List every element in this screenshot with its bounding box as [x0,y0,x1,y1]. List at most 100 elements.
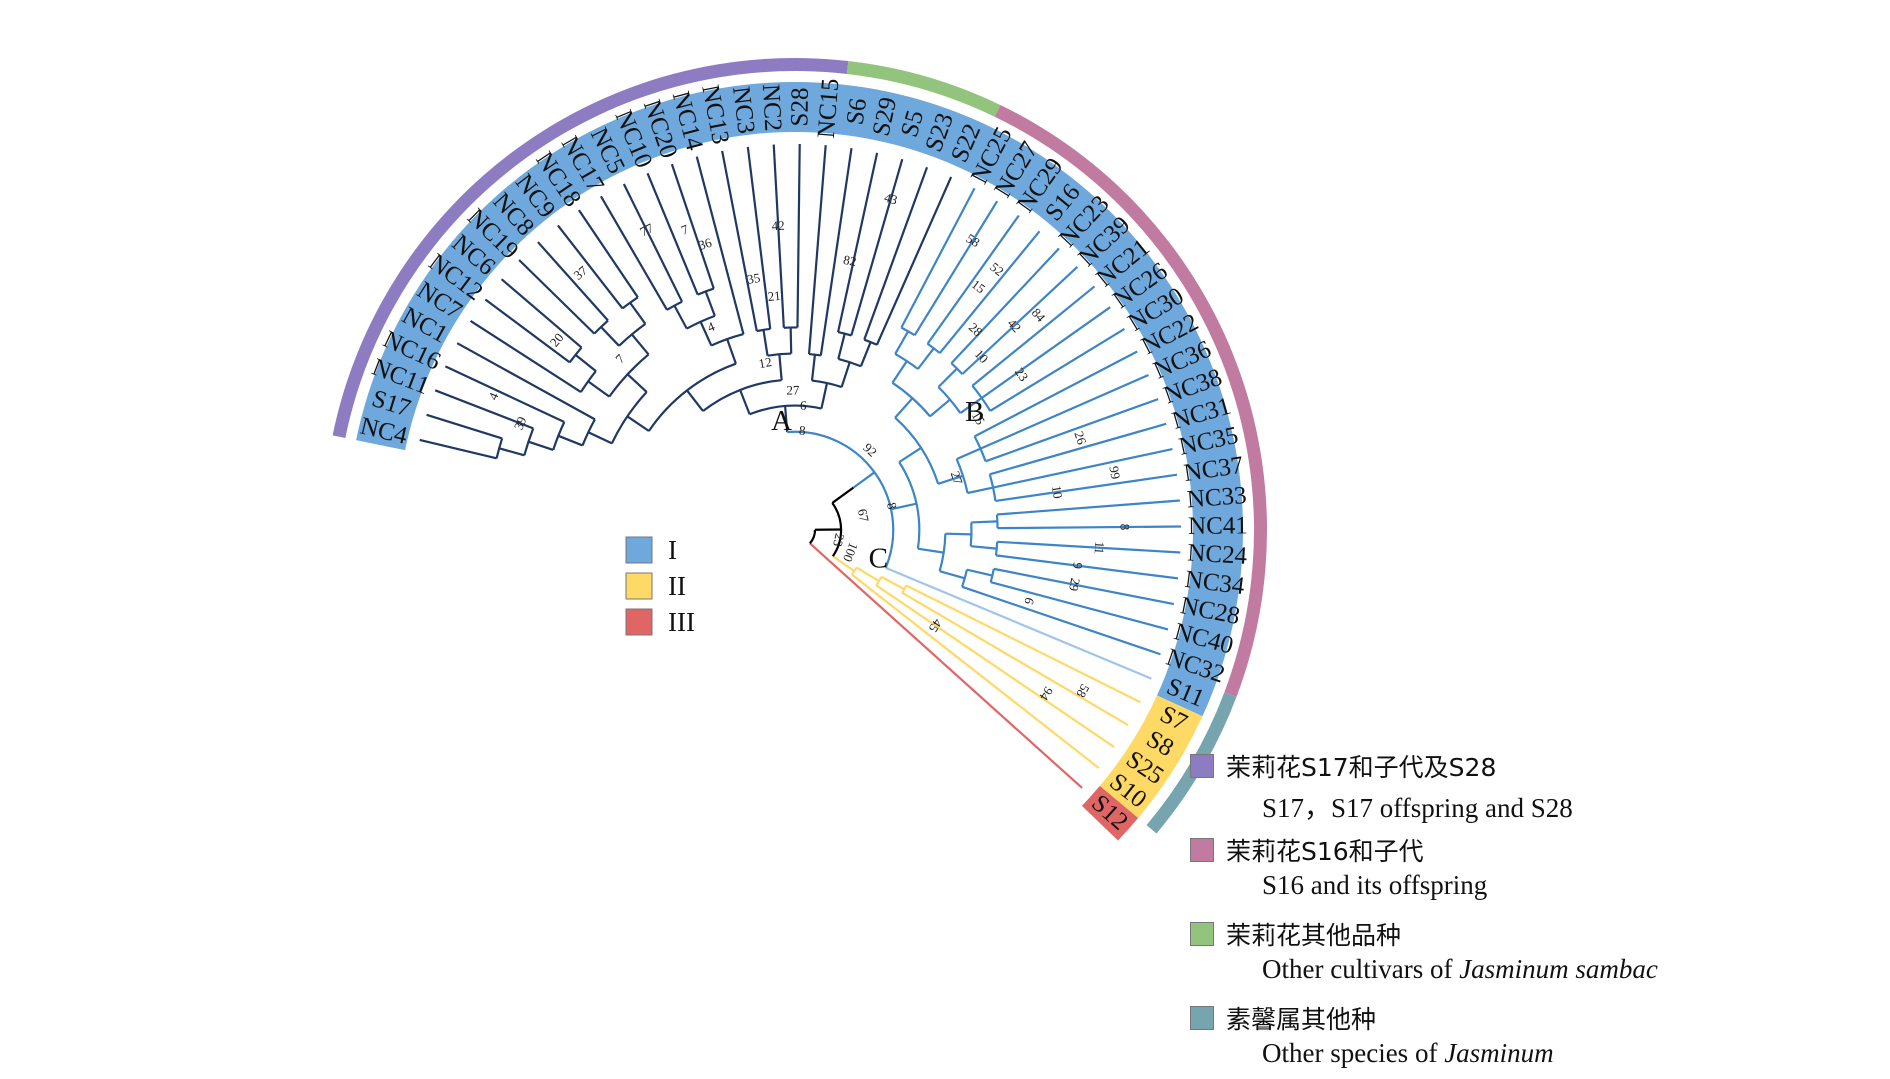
tree-branch [673,305,688,330]
tree-branch [837,333,846,360]
tree-branch [894,330,910,355]
tree-branch [875,584,1115,748]
tree-branch [997,525,1181,530]
tree-branch [992,448,1173,489]
tree-branch [890,502,917,511]
tree-branch [599,195,668,311]
bootstrap-value: 8 [884,501,900,511]
bootstrap-value: 26 [1071,429,1089,446]
tree-branch [726,338,737,365]
leaf-band-segment [1099,695,1203,819]
tree-branch [500,278,583,349]
tree-branch-arc [697,287,715,296]
group-key-swatch [625,608,653,636]
tree-branch-arc [961,569,969,588]
bootstrap-value: 29 [1066,577,1083,593]
bootstrap-value: 27 [948,469,966,486]
legend-label-cn: 素馨属其他种 [1226,1005,1377,1034]
legend-swatch [1190,754,1214,778]
bootstrap-value: 43 [883,190,900,208]
tree-branch [996,499,1180,516]
legend-label-en: S16 and its offspring [1262,870,1488,900]
tree-branch [772,144,785,328]
tree-branch [966,568,993,577]
bootstrap-value: 7 [679,221,691,237]
tree-branch [807,145,827,355]
tree-branch [626,373,648,393]
tree-branch [587,431,613,445]
tree-branch [894,397,914,419]
tree-branch [974,350,1138,438]
tree-branches [419,144,1181,789]
tree-branch [851,573,1100,769]
tree-branch [574,353,597,372]
tree-branch [622,183,684,303]
bootstrap-value: 42 [771,218,785,234]
tree-branch [985,398,1159,463]
tree-branch [900,187,976,329]
tree-branch-arc [568,346,583,364]
tree-branch [626,415,650,432]
tree-branch [859,341,872,367]
tree-branch [913,200,999,336]
tree-branch-arc [988,474,997,502]
bootstrap-value: 58 [1073,682,1092,701]
tree-branch [537,241,609,322]
tree-branch [939,570,966,580]
leaf-label: NC33 [1186,482,1248,513]
tree-branch [762,329,769,356]
bootstrap-value: 23 [830,532,848,548]
tree-branch-arc [898,461,921,549]
bootstrap-value: 37 [571,262,591,282]
tree-branch [699,321,713,346]
tree-branch [484,298,571,364]
tree-branch [917,347,935,370]
tree-branch [746,146,772,330]
tree-branch [971,285,1096,387]
legend-swatch [1190,1006,1214,1030]
tree-branch [828,559,1083,789]
tree-branch [937,474,964,485]
tree-branch [901,591,1129,727]
tree-branch [819,147,853,356]
clade-label: B [965,396,984,428]
tree-branch [600,326,620,347]
tree-branch-arc [686,314,716,330]
tree-branch [885,566,911,579]
leaf-label: NC15 [813,77,845,139]
bootstrap-value: 58 [964,231,983,251]
tree-branch [929,398,951,418]
tree-branch [905,584,1141,704]
tree-branch-arc [989,568,995,583]
tree-branch [989,327,1126,412]
tree-branch [970,545,997,550]
tree-branch [926,214,1020,345]
tree-branch [789,327,793,354]
group-key-swatch [625,572,653,600]
category-ring-segment [846,61,1001,117]
bootstrap-value: 23 [1012,365,1032,384]
tree-branch-arc [994,541,999,556]
bootstrap-value: 10 [1049,485,1066,500]
bootstrap-value: 9 [1070,562,1086,570]
leaf-label: S28 [786,87,813,126]
tree-branch [670,163,715,289]
bootstrap-value: 100 [840,541,861,565]
bootstrap-value: 27 [786,382,800,397]
tree-branch [995,554,1179,580]
tree-branch [456,342,596,421]
tree-branch [631,333,650,356]
tree-branch [971,520,998,524]
tree-branch [898,446,922,464]
tree-branch [956,447,981,461]
bootstrap-value: 67 [855,507,872,523]
tree-branch-arc [610,391,648,444]
bootstrap-value: 12 [757,354,772,371]
tree-branch-arc [894,416,940,485]
legend-label-en: Other species of Jasminum [1262,1038,1554,1068]
bootstrap-value: 92 [860,440,880,460]
tree-branch [528,440,554,451]
legend-label-en: Other cultivars of Jasminum sambac [1262,954,1658,984]
